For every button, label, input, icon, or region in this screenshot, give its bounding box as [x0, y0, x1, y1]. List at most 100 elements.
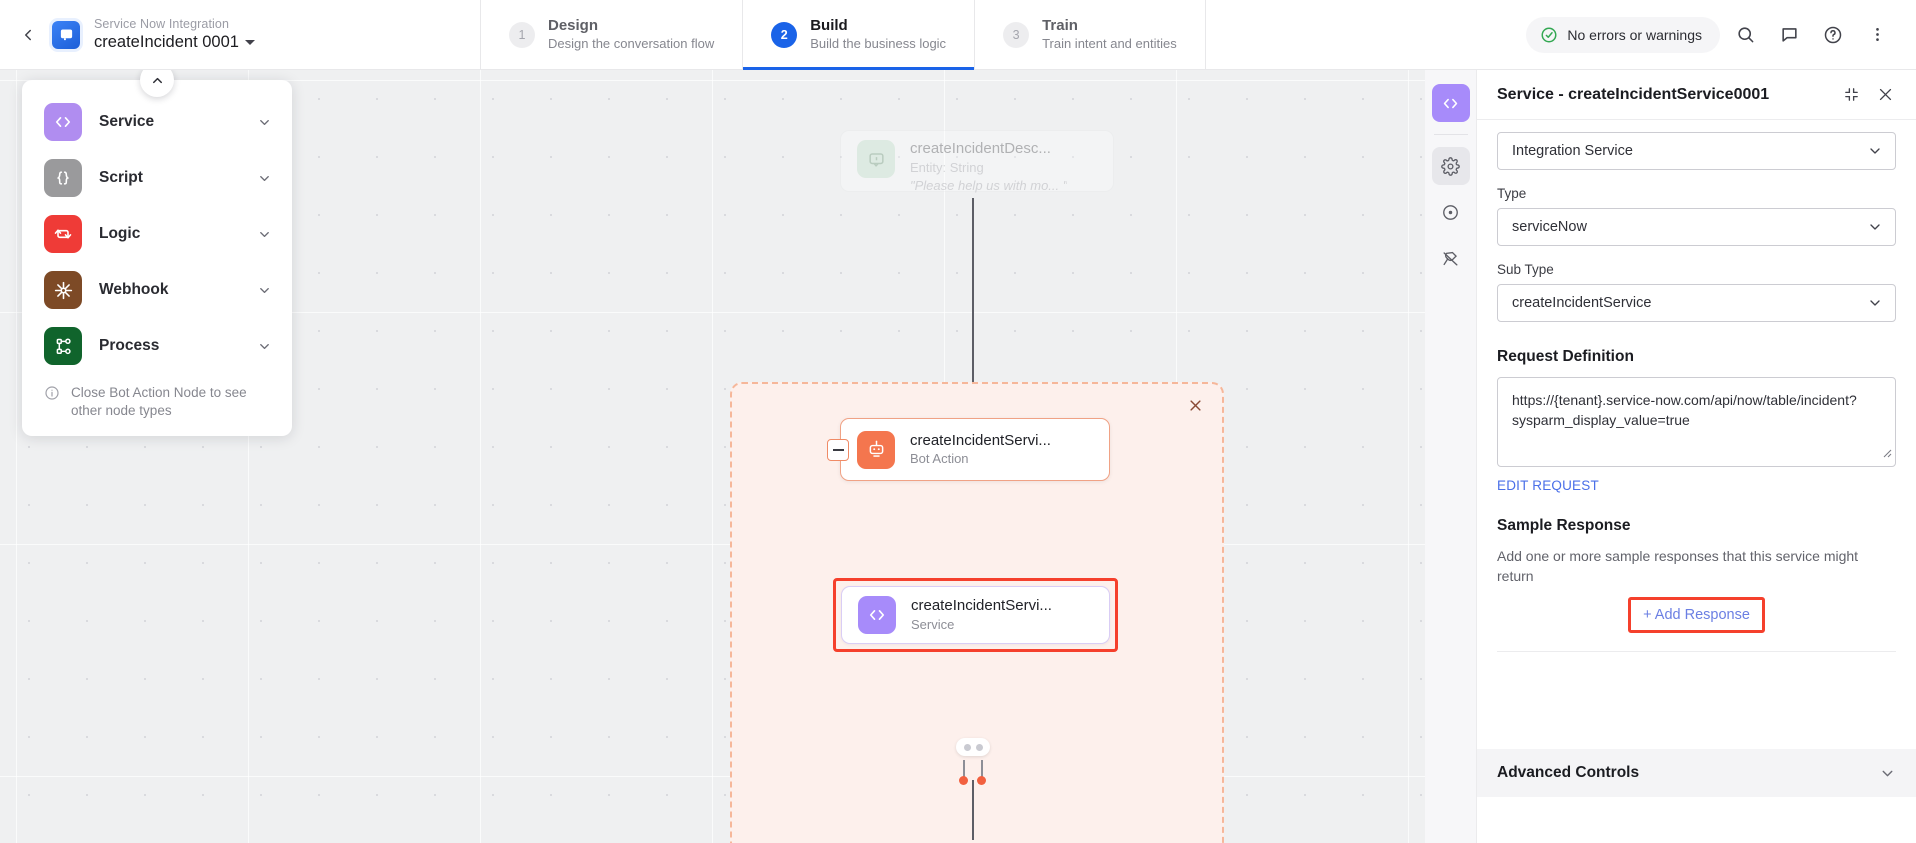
step-number: 2	[771, 21, 798, 48]
rail-divider	[1433, 134, 1468, 135]
node-subtitle: Entity: String	[910, 159, 984, 175]
palette-item-label: Webhook	[99, 281, 169, 298]
palette-item-webhook[interactable]: Webhook	[22, 262, 292, 318]
branch-endpoint-right[interactable]	[977, 776, 986, 785]
palette-item-service[interactable]: Service	[22, 94, 292, 150]
add-response-highlight: + Add Response	[1628, 596, 1765, 633]
request-definition-label: Request Definition	[1497, 348, 1634, 365]
palette-item-logic[interactable]: Logic	[22, 206, 292, 262]
loop-icon	[44, 215, 82, 253]
panel-body: Integration Service Type serviceNow Sub …	[1477, 120, 1916, 843]
comments-button[interactable]	[1770, 16, 1808, 54]
chevron-up-icon	[152, 77, 162, 83]
step-number: 1	[509, 21, 535, 48]
palette-item-label: Process	[99, 337, 160, 354]
chevron-down-icon[interactable]	[257, 339, 272, 354]
chevron-down-icon	[244, 39, 255, 45]
search-icon	[1737, 27, 1753, 43]
branch-split-node[interactable]	[956, 738, 990, 756]
entity-message-icon	[857, 140, 895, 178]
status-badge[interactable]: No errors or warnings	[1526, 16, 1720, 53]
request-definition-textarea[interactable]: https://{tenant}.service-now.com/api/now…	[1497, 377, 1896, 467]
node-bot-action[interactable]: createIncidentServi... Bot Action	[827, 418, 1110, 481]
more-vertical-icon	[1875, 28, 1879, 41]
step-label: Design	[548, 16, 599, 34]
chevron-down-icon	[1867, 295, 1883, 311]
sub-type-value: createIncidentService	[1512, 295, 1652, 311]
section-divider	[1497, 650, 1896, 652]
palette-item-process[interactable]: Process	[22, 318, 292, 374]
flow-canvas[interactable]: Service Script Logic	[0, 70, 1425, 843]
top-bar: Service Now Integration createIncident 0…	[0, 0, 1916, 70]
collapse-node-handle[interactable]	[827, 438, 849, 461]
stepper: 1 Design Design the conversation flow 2 …	[480, 0, 1206, 70]
node-title: createIncidentServi...	[910, 431, 1051, 449]
chevron-down-icon[interactable]	[257, 227, 272, 242]
chevron-down-icon	[1867, 219, 1883, 235]
top-bar-actions: No errors or warnings	[1526, 0, 1916, 69]
node-title: createIncidentDesc...	[910, 140, 1051, 157]
edit-request-link[interactable]: EDIT REQUEST	[1497, 478, 1599, 493]
search-button[interactable]	[1726, 16, 1764, 54]
step-number: 3	[1003, 21, 1030, 48]
status-label: No errors or warnings	[1567, 26, 1702, 43]
chevron-down-icon	[1867, 143, 1883, 159]
help-button[interactable]	[1814, 16, 1852, 54]
node-palette: Service Script Logic	[22, 70, 292, 436]
robot-icon	[857, 430, 895, 469]
palette-item-label: Script	[99, 169, 143, 186]
sub-type-select[interactable]: createIncidentService	[1497, 284, 1896, 322]
palette-item-label: Logic	[99, 225, 141, 242]
code-icon	[44, 103, 82, 141]
info-icon	[45, 386, 59, 400]
rail-service-icon[interactable]	[1431, 84, 1470, 122]
node-entity[interactable]: createIncidentDesc... Entity: String "Pl…	[840, 130, 1114, 193]
breadcrumb-title-dropdown[interactable]: createIncident 0001	[94, 33, 255, 52]
step-label: Build	[810, 16, 848, 34]
process-icon	[44, 327, 82, 365]
palette-item-script[interactable]: Script	[22, 150, 292, 206]
rail-target-icon[interactable]	[1432, 193, 1470, 231]
rail-connection-icon[interactable]	[1432, 239, 1470, 277]
bot-app-logo-icon	[52, 20, 80, 49]
more-options-button[interactable]	[1858, 16, 1896, 54]
step-label: Train	[1042, 16, 1078, 34]
collapse-icon[interactable]	[1838, 82, 1864, 108]
top-bar-left: Service Now Integration createIncident 0…	[0, 0, 480, 69]
node-subtitle: Bot Action	[910, 451, 969, 467]
help-circle-icon	[1824, 26, 1842, 43]
service-kind-value: Integration Service	[1512, 143, 1633, 159]
palette-collapse-button[interactable]	[140, 70, 174, 97]
type-value: serviceNow	[1512, 219, 1587, 235]
node-subtitle: Service	[911, 616, 955, 632]
branch-leg-right	[981, 760, 983, 778]
chevron-down-icon[interactable]	[257, 283, 272, 298]
add-response-button[interactable]: + Add Response	[1643, 606, 1750, 623]
chevron-down-icon[interactable]	[257, 171, 272, 186]
advanced-controls-accordion[interactable]: Advanced Controls	[1477, 749, 1916, 797]
service-kind-select[interactable]: Integration Service	[1497, 132, 1896, 170]
branch-endpoint-left[interactable]	[959, 776, 968, 785]
type-select[interactable]: serviceNow	[1497, 208, 1896, 246]
close-icon[interactable]	[1186, 396, 1204, 414]
rail-settings-icon[interactable]	[1431, 147, 1470, 185]
connector-tail	[972, 780, 974, 840]
tab-build[interactable]: 2 Build Build the business logic	[742, 0, 974, 70]
sub-type-label: Sub Type	[1497, 262, 1554, 277]
palette-note-text: Close Bot Action Node to see other node …	[71, 385, 247, 418]
close-icon[interactable]	[1872, 82, 1898, 108]
comment-icon	[1781, 28, 1797, 42]
step-description: Design the conversation flow	[548, 36, 715, 52]
tab-design[interactable]: 1 Design Design the conversation flow	[480, 0, 742, 69]
back-button[interactable]	[14, 21, 42, 49]
chevron-down-icon[interactable]	[257, 115, 272, 130]
code-icon	[858, 596, 896, 634]
palette-note: Close Bot Action Node to see other node …	[22, 374, 292, 428]
chevron-left-icon	[25, 29, 31, 40]
resize-grip-icon[interactable]	[1880, 443, 1892, 463]
sample-response-description: Add one or more sample responses that th…	[1497, 548, 1859, 585]
braces-icon	[44, 159, 82, 197]
node-service[interactable]: createIncidentServi... Service	[841, 586, 1110, 644]
tab-train[interactable]: 3 Train Train intent and entities	[974, 0, 1206, 69]
